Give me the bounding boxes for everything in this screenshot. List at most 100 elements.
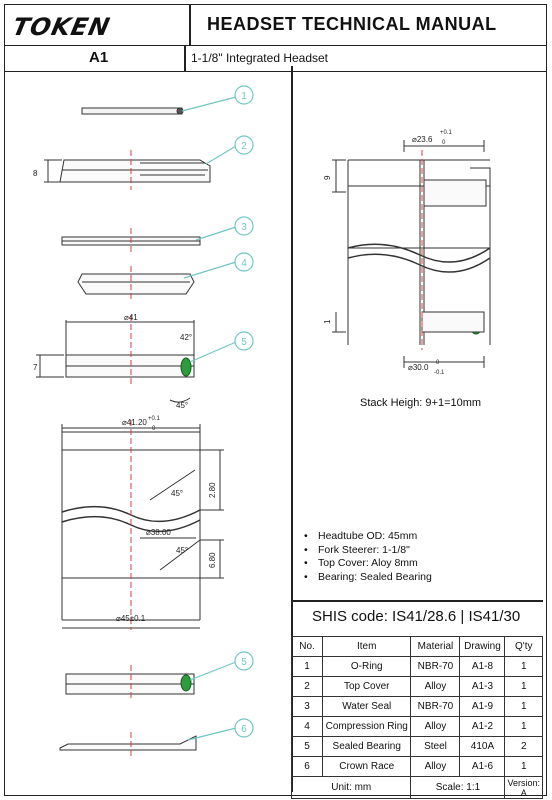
model-description: 1-1/8" Integrated Headset bbox=[191, 51, 329, 65]
table-cell: 6 bbox=[291, 756, 323, 777]
bearing-ball-icon bbox=[180, 357, 192, 377]
spec-item: Bearing: Sealed Bearing bbox=[304, 571, 432, 585]
column-header: Drawing bbox=[459, 636, 506, 657]
parts-table: No. Item Material Drawing Q'ty 1 O-Ring … bbox=[290, 636, 543, 799]
spec-list: Headtube OD: 45mm Fork Steerer: 1-1/8" T… bbox=[300, 530, 432, 584]
dim-tolerance: 0 bbox=[152, 426, 156, 432]
table-cell: 3 bbox=[291, 696, 323, 717]
column-header: No. bbox=[291, 636, 323, 657]
dim-tolerance: +0.1 bbox=[148, 416, 161, 422]
manual-sheet: TOKEN HEADSET TECHNICAL MANUAL A1 1-1/8"… bbox=[4, 4, 547, 796]
table-row: 2 Top Cover Alloy A1-3 1 bbox=[291, 676, 543, 697]
table-cell: 2 bbox=[504, 736, 543, 757]
dim-tolerance: +0.1 bbox=[440, 130, 453, 136]
page-title: HEADSET TECHNICAL MANUAL bbox=[207, 14, 497, 34]
subheader-divider bbox=[184, 45, 186, 71]
dim-tolerance: -0.1 bbox=[434, 370, 445, 376]
table-cell: Steel bbox=[410, 736, 461, 757]
dim-text: 9 bbox=[323, 175, 332, 180]
header: TOKEN HEADSET TECHNICAL MANUAL bbox=[5, 5, 546, 46]
column-header: Q'ty bbox=[504, 636, 543, 657]
callout-label: 2 bbox=[241, 141, 247, 152]
dim-text: ⌀38.00 bbox=[146, 528, 171, 537]
table-cell: Alloy bbox=[410, 716, 461, 737]
dim-tolerance: 0 bbox=[436, 360, 440, 366]
shis-code: SHIS code: IS41/28.6 | IS41/30 bbox=[312, 608, 521, 625]
column-header: Material bbox=[410, 636, 461, 657]
table-cell: 1 bbox=[504, 756, 543, 777]
table-cell: A1-3 bbox=[459, 676, 506, 697]
callout-label: 4 bbox=[241, 258, 247, 269]
table-row: 6 Crown Race Alloy A1-6 1 bbox=[291, 756, 543, 777]
table-cell: A1-9 bbox=[459, 696, 506, 717]
spec-item: Headtube OD: 45mm bbox=[304, 530, 432, 544]
assembly-section-view bbox=[332, 140, 491, 368]
table-cell: 1 bbox=[504, 656, 543, 677]
callout-label: 3 bbox=[241, 222, 247, 233]
dim-text: 2.80 bbox=[208, 482, 217, 498]
dim-text: ⌀23.6 bbox=[412, 135, 433, 144]
scale-label: Scale: 1:1 bbox=[410, 776, 506, 799]
table-cell: NBR-70 bbox=[410, 696, 461, 717]
table-cell: A1-8 bbox=[459, 656, 506, 677]
compression-ring-part bbox=[77, 273, 195, 295]
header-divider bbox=[189, 5, 191, 45]
table-cell: Alloy bbox=[410, 676, 461, 697]
sealed-bearing-lower-part bbox=[65, 673, 195, 695]
dim-tolerance: 0 bbox=[442, 140, 446, 146]
o-ring-part bbox=[81, 107, 184, 115]
table-cell: A1-2 bbox=[459, 716, 506, 737]
sealed-bearing-part bbox=[36, 320, 195, 403]
callout-circle bbox=[234, 252, 254, 272]
table-row: 1 O-Ring NBR-70 A1-8 1 bbox=[291, 656, 543, 677]
stack-height-label: Stack Heigh: 9+1=10mm bbox=[360, 397, 482, 409]
sub-header: A1 1-1/8" Integrated Headset bbox=[5, 45, 546, 72]
crown-race-part bbox=[59, 735, 197, 751]
callout-label: 5 bbox=[241, 657, 247, 668]
table-cell: A1-6 bbox=[459, 756, 506, 777]
dim-text: 45° bbox=[171, 489, 183, 498]
model-code: A1 bbox=[89, 49, 109, 66]
dim-text: 8 bbox=[33, 169, 38, 178]
table-cell: 5 bbox=[291, 736, 323, 757]
callout-circle bbox=[234, 135, 254, 155]
table-cell: Water Seal bbox=[321, 696, 412, 717]
dim-text: 42° bbox=[180, 333, 192, 342]
table-cell: 1 bbox=[504, 676, 543, 697]
bearing-ball-icon bbox=[180, 674, 192, 692]
top-cover-part bbox=[44, 159, 211, 183]
dim-text: ⌀41.20 bbox=[122, 418, 147, 427]
table-cell: Sealed Bearing bbox=[321, 736, 412, 757]
callout-circle bbox=[234, 216, 254, 236]
table-cell: Compression Ring bbox=[321, 716, 412, 737]
dim-text: 1 bbox=[323, 319, 332, 324]
dim-text: 7 bbox=[33, 363, 38, 372]
table-cell: 1 bbox=[504, 716, 543, 737]
callout-label: 6 bbox=[241, 724, 247, 735]
table-row: 3 Water Seal NBR-70 A1-9 1 bbox=[291, 696, 543, 717]
table-cell: Alloy bbox=[410, 756, 461, 777]
table-cell: NBR-70 bbox=[410, 656, 461, 677]
spec-item: Top Cover: Aloy 8mm bbox=[304, 557, 432, 571]
table-row: 5 Sealed Bearing Steel 410A 2 bbox=[291, 736, 543, 757]
dim-text: 45° bbox=[176, 546, 188, 555]
callout-label: 5 bbox=[241, 337, 247, 348]
table-row: 4 Compression Ring Alloy A1-2 1 bbox=[291, 716, 543, 737]
table-cell: 4 bbox=[291, 716, 323, 737]
column-divider bbox=[291, 66, 293, 792]
table-cell: 1 bbox=[291, 656, 323, 677]
table-cell: 2 bbox=[291, 676, 323, 697]
table-cell: Crown Race bbox=[321, 756, 412, 777]
callout-label: 1 bbox=[241, 91, 247, 102]
callout-circle bbox=[234, 85, 254, 105]
version-label: Version: A bbox=[504, 776, 543, 799]
callout-circle bbox=[234, 331, 254, 351]
unit-label: Unit: mm bbox=[290, 776, 412, 799]
dim-text: ⌀41 bbox=[124, 313, 138, 322]
dim-text: ⌀45±0.1 bbox=[116, 614, 146, 623]
dim-text: 6.80 bbox=[208, 552, 217, 568]
table-cell: 1 bbox=[504, 696, 543, 717]
spec-item: Fork Steerer: 1-1/8" bbox=[304, 544, 432, 558]
callout-circle bbox=[234, 651, 254, 671]
